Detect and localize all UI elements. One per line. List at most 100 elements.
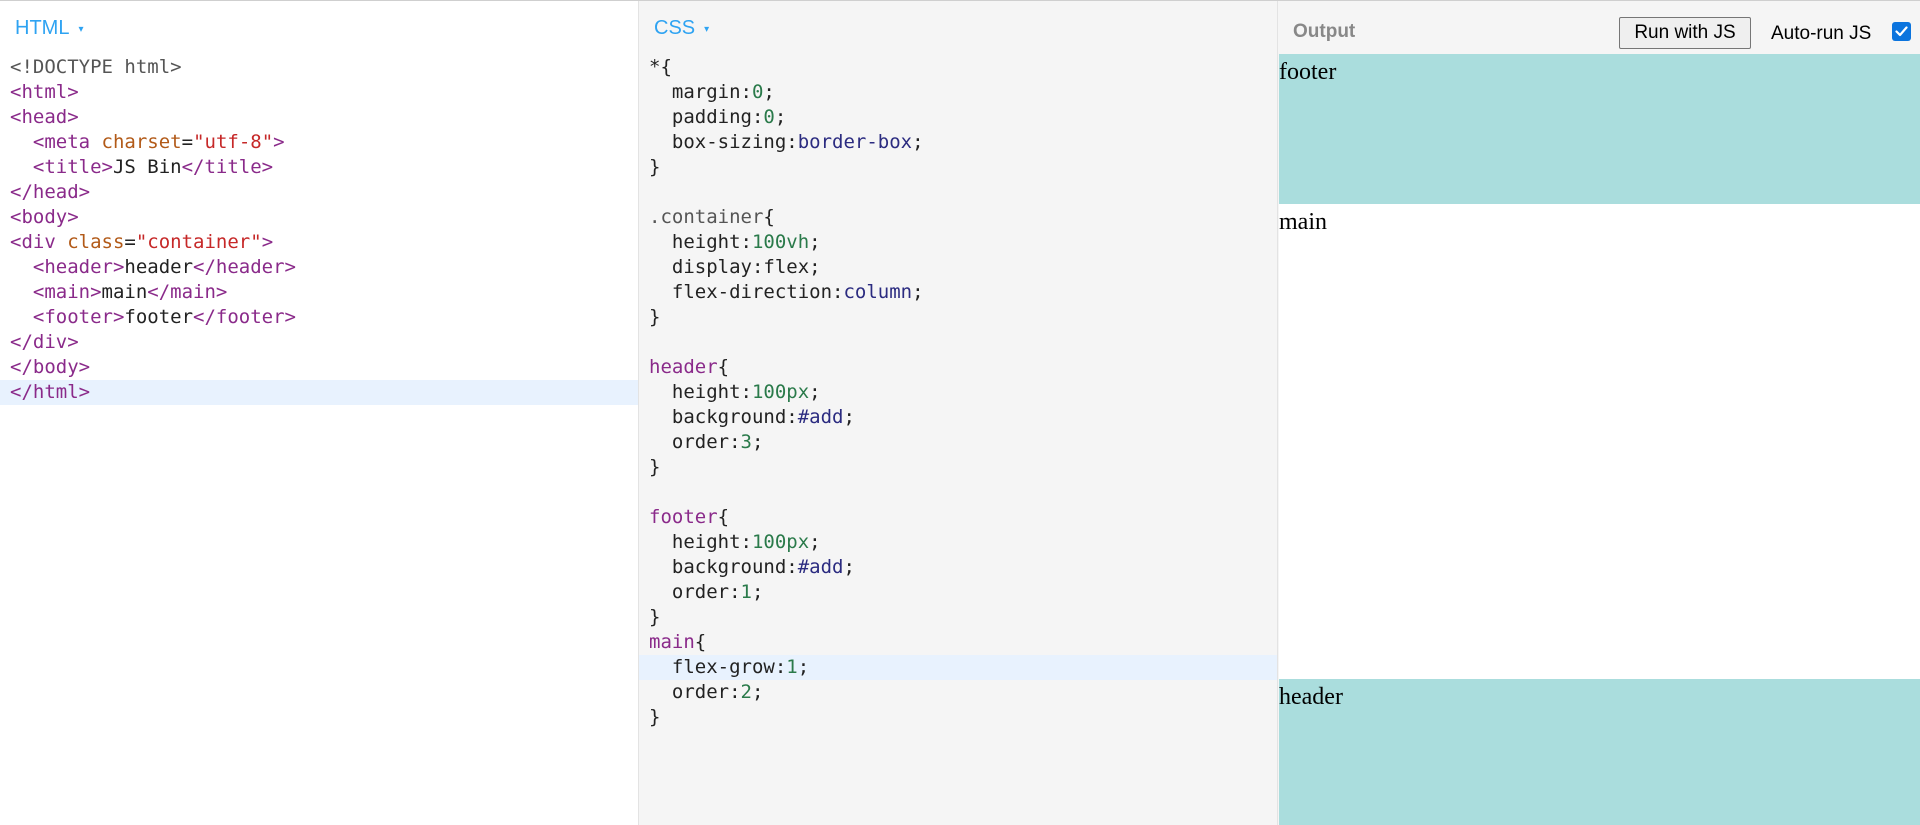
code-line[interactable]: order:3; (639, 430, 1277, 455)
code-line[interactable]: <meta charset="utf-8"> (0, 130, 638, 155)
auto-run-js-label[interactable]: Auto-run JS (1771, 23, 1872, 44)
code-line[interactable]: flex-direction:column; (639, 280, 1277, 305)
code-token-text: = (181, 131, 194, 153)
code-token-tag: </header> (193, 256, 296, 278)
code-line[interactable]: footer{ (639, 505, 1277, 530)
code-token-attr: charset (101, 131, 182, 153)
css-panel-label[interactable]: CSS (654, 16, 696, 39)
code-line[interactable] (639, 480, 1277, 505)
code-token-prop: padding: (649, 106, 764, 128)
code-token-prop: order: (649, 431, 741, 453)
code-line[interactable]: main{ (639, 630, 1277, 655)
chevron-down-icon[interactable]: ▾ (704, 23, 710, 35)
code-line[interactable]: display:flex; (639, 255, 1277, 280)
code-line[interactable]: *{ (639, 55, 1277, 80)
code-line[interactable]: margin:0; (639, 80, 1277, 105)
code-line[interactable]: </html> (0, 380, 638, 405)
code-line[interactable]: .container{ (639, 205, 1277, 230)
chevron-down-icon[interactable]: ▾ (78, 23, 84, 35)
code-line[interactable]: } (639, 455, 1277, 480)
code-token-text: header (124, 256, 194, 278)
code-line[interactable]: <div class="container"> (0, 230, 638, 255)
code-token-punc: } (649, 706, 661, 728)
code-token-punc: ; (751, 431, 764, 453)
code-token-tag: </div> (10, 331, 79, 353)
checkmark-icon (1895, 26, 1908, 37)
code-token-num: 0 (763, 106, 775, 128)
code-line[interactable]: <!DOCTYPE html> (0, 55, 638, 80)
html-panel-header[interactable]: HTML ▾ (0, 1, 638, 55)
code-line[interactable]: <header>header</header> (0, 255, 638, 280)
css-editor-panel: CSS ▾ *{ margin:0; padding:0; box-sizing… (639, 1, 1278, 825)
code-line[interactable]: order:1; (639, 580, 1277, 605)
code-token-selector: main (649, 631, 695, 653)
code-token-punc: { (694, 631, 707, 653)
code-token-punc: { (717, 356, 730, 378)
code-token-prop: height: (649, 531, 752, 553)
code-line[interactable]: box-sizing:border-box; (639, 130, 1277, 155)
code-line[interactable]: background:#add; (639, 555, 1277, 580)
code-token-num: 1 (740, 581, 752, 603)
code-token-num: 100px (751, 381, 810, 403)
code-line[interactable]: } (639, 305, 1277, 330)
code-token-prop: box-sizing: (649, 131, 798, 153)
code-line[interactable]: height:100px; (639, 530, 1277, 555)
css-panel-header[interactable]: CSS ▾ (639, 1, 1277, 55)
code-line[interactable] (639, 330, 1277, 355)
code-token-text: main (101, 281, 148, 303)
code-token-tag: </footer> (193, 306, 296, 328)
code-token-punc: ; (809, 256, 821, 278)
code-token-tag: <main> (32, 281, 102, 303)
code-line[interactable]: header{ (639, 355, 1277, 380)
code-line[interactable]: <footer>footer</footer> (0, 305, 638, 330)
code-token-tag: <head> (10, 106, 79, 128)
code-token-prop: flex (763, 256, 810, 278)
code-line[interactable]: </div> (0, 330, 638, 355)
code-token-text (10, 256, 33, 278)
code-token-string: "utf-8" (193, 131, 274, 153)
code-line[interactable]: } (639, 705, 1277, 730)
code-token-prop: flex-direction: (649, 281, 844, 303)
code-line[interactable]: height:100px; (639, 380, 1277, 405)
code-token-punc: ; (809, 531, 821, 553)
code-token-prop: margin: (649, 81, 752, 103)
auto-run-js-checkbox[interactable] (1892, 22, 1911, 41)
code-line[interactable]: <title>JS Bin</title> (0, 155, 638, 180)
code-token-punc: } (649, 456, 661, 478)
code-token-punc: ; (809, 381, 821, 403)
code-line[interactable]: height:100vh; (639, 230, 1277, 255)
code-line[interactable]: <html> (0, 80, 638, 105)
code-line[interactable]: } (639, 155, 1277, 180)
code-token-tag: > (261, 231, 274, 253)
code-line[interactable]: padding:0; (639, 105, 1277, 130)
code-token-prop: height: (649, 231, 752, 253)
code-line[interactable]: <main>main</main> (0, 280, 638, 305)
html-editor-panel: HTML ▾ <!DOCTYPE html><html> <head> <meta… (0, 1, 639, 825)
code-token-class: .container (649, 206, 764, 228)
code-token-selector: footer (649, 506, 718, 528)
code-token-tag: <meta (32, 131, 102, 153)
html-code-editor[interactable]: <!DOCTYPE html><html> <head> <meta charse… (0, 55, 638, 405)
code-line[interactable]: } (639, 605, 1277, 630)
code-token-punc: } (649, 606, 661, 628)
code-line[interactable]: </body> (0, 355, 638, 380)
code-line[interactable]: <body> (0, 205, 638, 230)
run-with-js-button[interactable]: Run with JS (1619, 17, 1751, 49)
code-line[interactable]: background:#add; (639, 405, 1277, 430)
code-token-text: = (124, 231, 136, 253)
code-token-prop: order: (649, 681, 741, 703)
code-line[interactable]: <head> (0, 105, 638, 130)
code-token-tag: <html> (10, 81, 79, 103)
code-line[interactable]: </head> (0, 180, 638, 205)
preview-main-block: main (1279, 204, 1920, 679)
code-token-punc: ; (809, 231, 821, 253)
code-line[interactable]: flex-grow:1; (639, 655, 1277, 680)
html-panel-label[interactable]: HTML (15, 16, 70, 39)
code-token-attr: class (67, 231, 125, 253)
code-token-tag: <header> (32, 256, 125, 278)
code-line[interactable]: order:2; (639, 680, 1277, 705)
css-code-editor[interactable]: *{ margin:0; padding:0; box-sizing:borde… (639, 55, 1277, 730)
output-preview[interactable]: footer main header (1279, 54, 1920, 825)
code-token-punc: ; (751, 581, 764, 603)
code-line[interactable] (639, 180, 1277, 205)
